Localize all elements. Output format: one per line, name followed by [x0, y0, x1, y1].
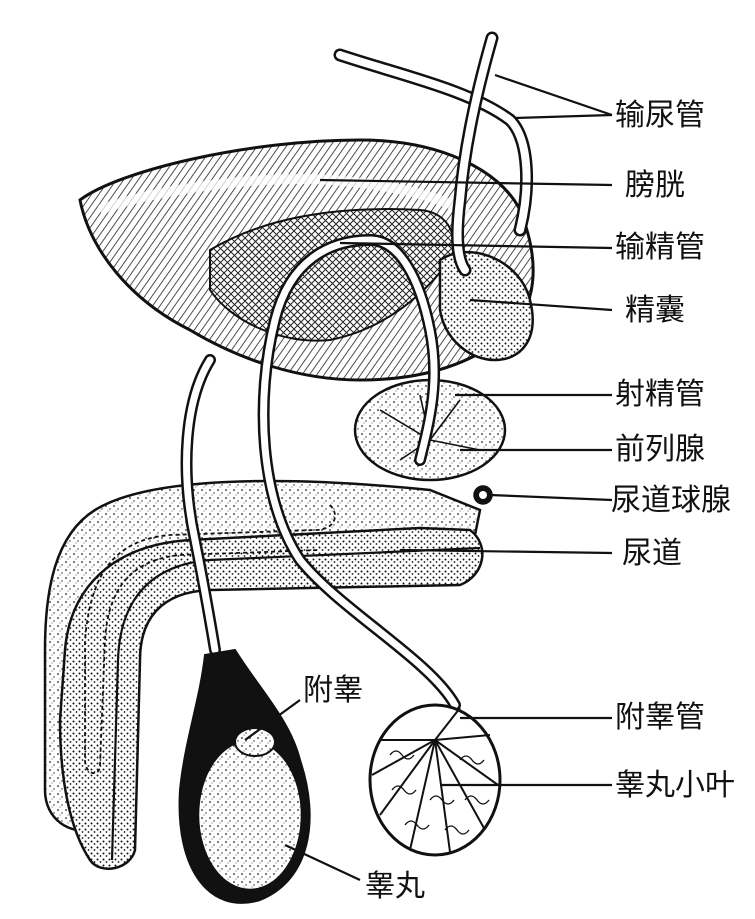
label-prostate: 前列腺 — [615, 432, 705, 467]
corpus-spongiosum — [58, 526, 484, 870]
label-testis: 睾丸 — [365, 869, 425, 904]
label-urethra: 尿道 — [622, 536, 682, 571]
label-ejaculatory-duct: 射精管 — [615, 377, 705, 412]
label-epididymis: 附睾 — [303, 673, 363, 708]
seminiferous-tubules — [389, 750, 490, 835]
testis-lobule-septa — [371, 707, 499, 853]
label-bulbourethral-gland: 尿道球腺 — [611, 483, 731, 518]
label-vas-deferens: 输精管 — [615, 230, 705, 265]
label-testis-lobule: 睾丸小叶 — [615, 768, 735, 803]
label-seminal-vesicle: 精囊 — [625, 293, 685, 328]
leader-lines — [244, 73, 613, 881]
label-bladder: 膀胱 — [625, 168, 685, 203]
corpus-cavernosum-inner — [84, 504, 336, 774]
label-ureter: 输尿管 — [615, 98, 705, 133]
label-epididymal-duct: 附睾管 — [615, 700, 705, 735]
right-testis-section — [368, 703, 502, 857]
prostate-ducts — [379, 394, 481, 461]
seminal-vesicle-shape — [438, 250, 534, 362]
left-testis-shape — [196, 738, 304, 892]
